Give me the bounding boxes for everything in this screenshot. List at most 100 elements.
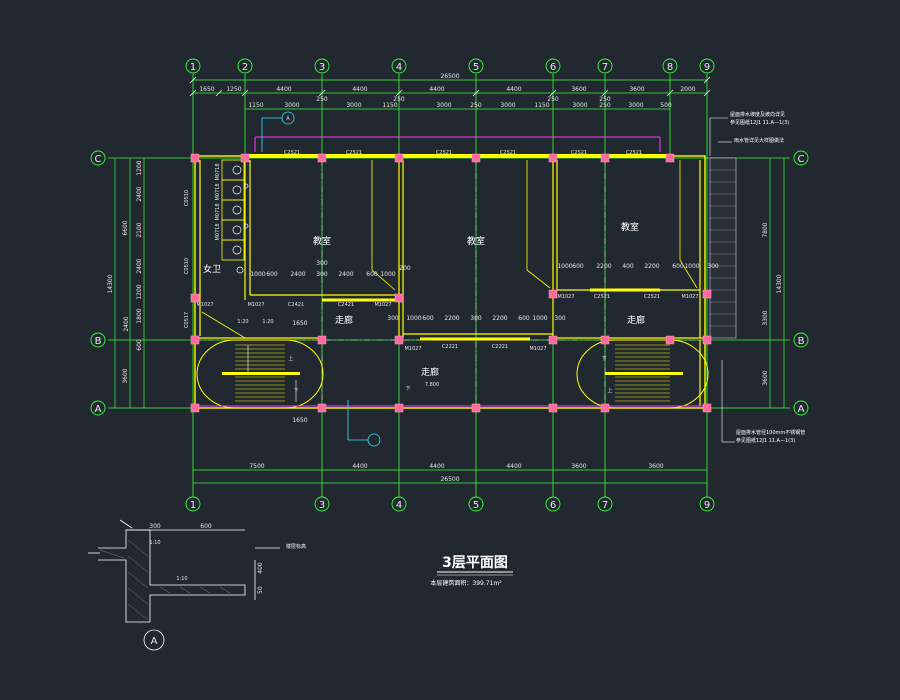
axis-label-6-top: 6 bbox=[550, 62, 556, 73]
window-label-top: C2521 bbox=[346, 150, 362, 156]
dim-right-mid: 3300 bbox=[762, 310, 769, 325]
inner-dim: 600 bbox=[366, 271, 378, 278]
section-marker-label: A bbox=[286, 116, 290, 122]
detail-label: 1:10 bbox=[176, 576, 187, 582]
dim-top: 1250 bbox=[226, 86, 241, 93]
dim-top: 1650 bbox=[199, 86, 214, 93]
annotation-notes: 屋面排水坡度及坡向详见 参见图纸12J1 11.A—1(3) 雨水管详见大样图做… bbox=[730, 111, 805, 444]
axis-label-3-top: 3 bbox=[319, 62, 325, 73]
inner-dim: 300 bbox=[554, 315, 566, 322]
dim-detail: 1150 bbox=[248, 102, 263, 109]
dim-top: 4400 bbox=[429, 86, 444, 93]
axis-label-1-bottom: 1 bbox=[190, 500, 196, 511]
note-text: 参见图纸12J1 11.A—1(3) bbox=[730, 119, 789, 126]
annotation-leaders bbox=[709, 117, 735, 443]
room-classroom-3: 教室 bbox=[621, 221, 639, 233]
door-label: M1027 bbox=[529, 346, 546, 352]
detail-dim: 400 bbox=[257, 562, 264, 574]
window-label-top: C2521 bbox=[500, 150, 516, 156]
dim-top: 4400 bbox=[506, 86, 521, 93]
stair-up-right: 上 bbox=[607, 387, 612, 394]
dim-detail: 3000 bbox=[628, 102, 643, 109]
section-markers bbox=[261, 111, 381, 447]
inner-dim: 200 bbox=[399, 265, 411, 272]
room-labels: 教室 教室 教室 走廊 走廊 走廊 女卫 上 下 下 上 下 bbox=[203, 221, 645, 394]
axis-label-4-top: 4 bbox=[396, 62, 402, 73]
dim-right-mid: 7800 bbox=[762, 222, 769, 237]
dim-top: 3600 bbox=[629, 86, 644, 93]
dim-left-inner: 2100 bbox=[136, 222, 143, 237]
level-label: 7.800 bbox=[425, 382, 439, 388]
axis-label-9-bottom: 9 bbox=[704, 500, 710, 511]
inner-dim: 300 bbox=[707, 263, 719, 270]
detail-dim: 600 bbox=[200, 523, 212, 530]
door-label: M1027 bbox=[557, 294, 574, 300]
axis-label-9-top: 9 bbox=[704, 62, 710, 73]
inner-dim: 1000 bbox=[406, 315, 421, 322]
dim-detail: 3000 bbox=[284, 102, 299, 109]
stair-right bbox=[576, 339, 709, 409]
detail-dim: 50 bbox=[257, 586, 264, 594]
window-label-inner: C2421 bbox=[338, 302, 354, 308]
dim-detail: 1150 bbox=[382, 102, 397, 109]
dim-detail: 250 bbox=[316, 96, 328, 103]
dim-left-inner: 2400 bbox=[136, 258, 143, 273]
dim-bottom: 3600 bbox=[571, 463, 586, 470]
note-text: 雨水管详见大样图做法 bbox=[734, 137, 784, 144]
inner-dim: 2200 bbox=[644, 263, 659, 270]
stair-label: 1:20 bbox=[262, 319, 273, 325]
window-label-top: C2521 bbox=[284, 150, 300, 156]
room-corridor-1: 走廊 bbox=[335, 314, 353, 326]
dim-detail: 250 bbox=[599, 96, 611, 103]
detail-dim: 300 bbox=[149, 523, 161, 530]
detail-label: 1:10 bbox=[149, 540, 160, 546]
parapet-lines bbox=[195, 136, 705, 407]
axis-label-5-top: 5 bbox=[473, 62, 479, 73]
inner-dim: 300 bbox=[316, 271, 328, 278]
dim-left-inner: 1200 bbox=[136, 284, 143, 299]
dim-right-mid: 3600 bbox=[762, 370, 769, 385]
window-label-inner: C2421 bbox=[288, 302, 304, 308]
room-corridor-2: 走廊 bbox=[421, 366, 439, 378]
inner-dim: 600 bbox=[672, 263, 684, 270]
dim-bottom-total: 26500 bbox=[440, 476, 459, 483]
dim-detail: 250 bbox=[393, 96, 405, 103]
inner-dim: 600 bbox=[422, 315, 434, 322]
wc-door-label: M0718 bbox=[215, 183, 221, 200]
dim-top: 3600 bbox=[571, 86, 586, 93]
axis-label-5-bottom: 5 bbox=[473, 500, 479, 511]
axis-labels: 1 2 3 4 5 6 7 8 9 1 3 4 5 6 7 9 C B A C … bbox=[95, 62, 805, 511]
window-label-top: C2521 bbox=[436, 150, 452, 156]
axis-label-a-right: A bbox=[798, 404, 805, 415]
axis-label-7-bottom: 7 bbox=[602, 500, 608, 511]
structural-columns bbox=[190, 153, 712, 413]
dim-detail: 250 bbox=[470, 102, 482, 109]
inner-dim: 1000 bbox=[380, 271, 395, 278]
dim-right-total: 14300 bbox=[776, 274, 783, 293]
inner-dim: 1000 bbox=[557, 263, 572, 270]
axis-label-2-top: 2 bbox=[242, 62, 248, 73]
inner-dim: 600 bbox=[518, 315, 530, 322]
walls bbox=[194, 154, 706, 409]
dim-top: 2000 bbox=[680, 86, 695, 93]
dim-corridor: 1650 bbox=[292, 320, 307, 327]
axis-label-b-right: B bbox=[798, 336, 805, 347]
inner-dim: 600 bbox=[572, 263, 584, 270]
inner-dim: 2200 bbox=[444, 315, 459, 322]
detail-level: 楼层标高 bbox=[286, 543, 306, 550]
room-classroom-1: 教室 bbox=[313, 235, 331, 247]
wc-cubicles bbox=[221, 159, 245, 261]
window-label-top: C2521 bbox=[626, 150, 642, 156]
dim-bottom: 4400 bbox=[429, 463, 444, 470]
dim-left-mid: 3600 bbox=[122, 368, 129, 383]
axis-label-b-left: B bbox=[95, 336, 102, 347]
stair-down-right: 下 bbox=[601, 356, 606, 362]
dim-detail: 250 bbox=[599, 102, 611, 109]
inner-dim: 2200 bbox=[596, 263, 611, 270]
door-label: M1027 bbox=[404, 346, 421, 352]
dim-left-total: 14300 bbox=[107, 274, 114, 293]
right-dimensions: 14300 7800 3300 3600 bbox=[762, 222, 783, 385]
inner-dim: 1000 bbox=[532, 315, 547, 322]
inner-dim: 300 bbox=[470, 315, 482, 322]
door-label: M1027 bbox=[374, 302, 391, 308]
